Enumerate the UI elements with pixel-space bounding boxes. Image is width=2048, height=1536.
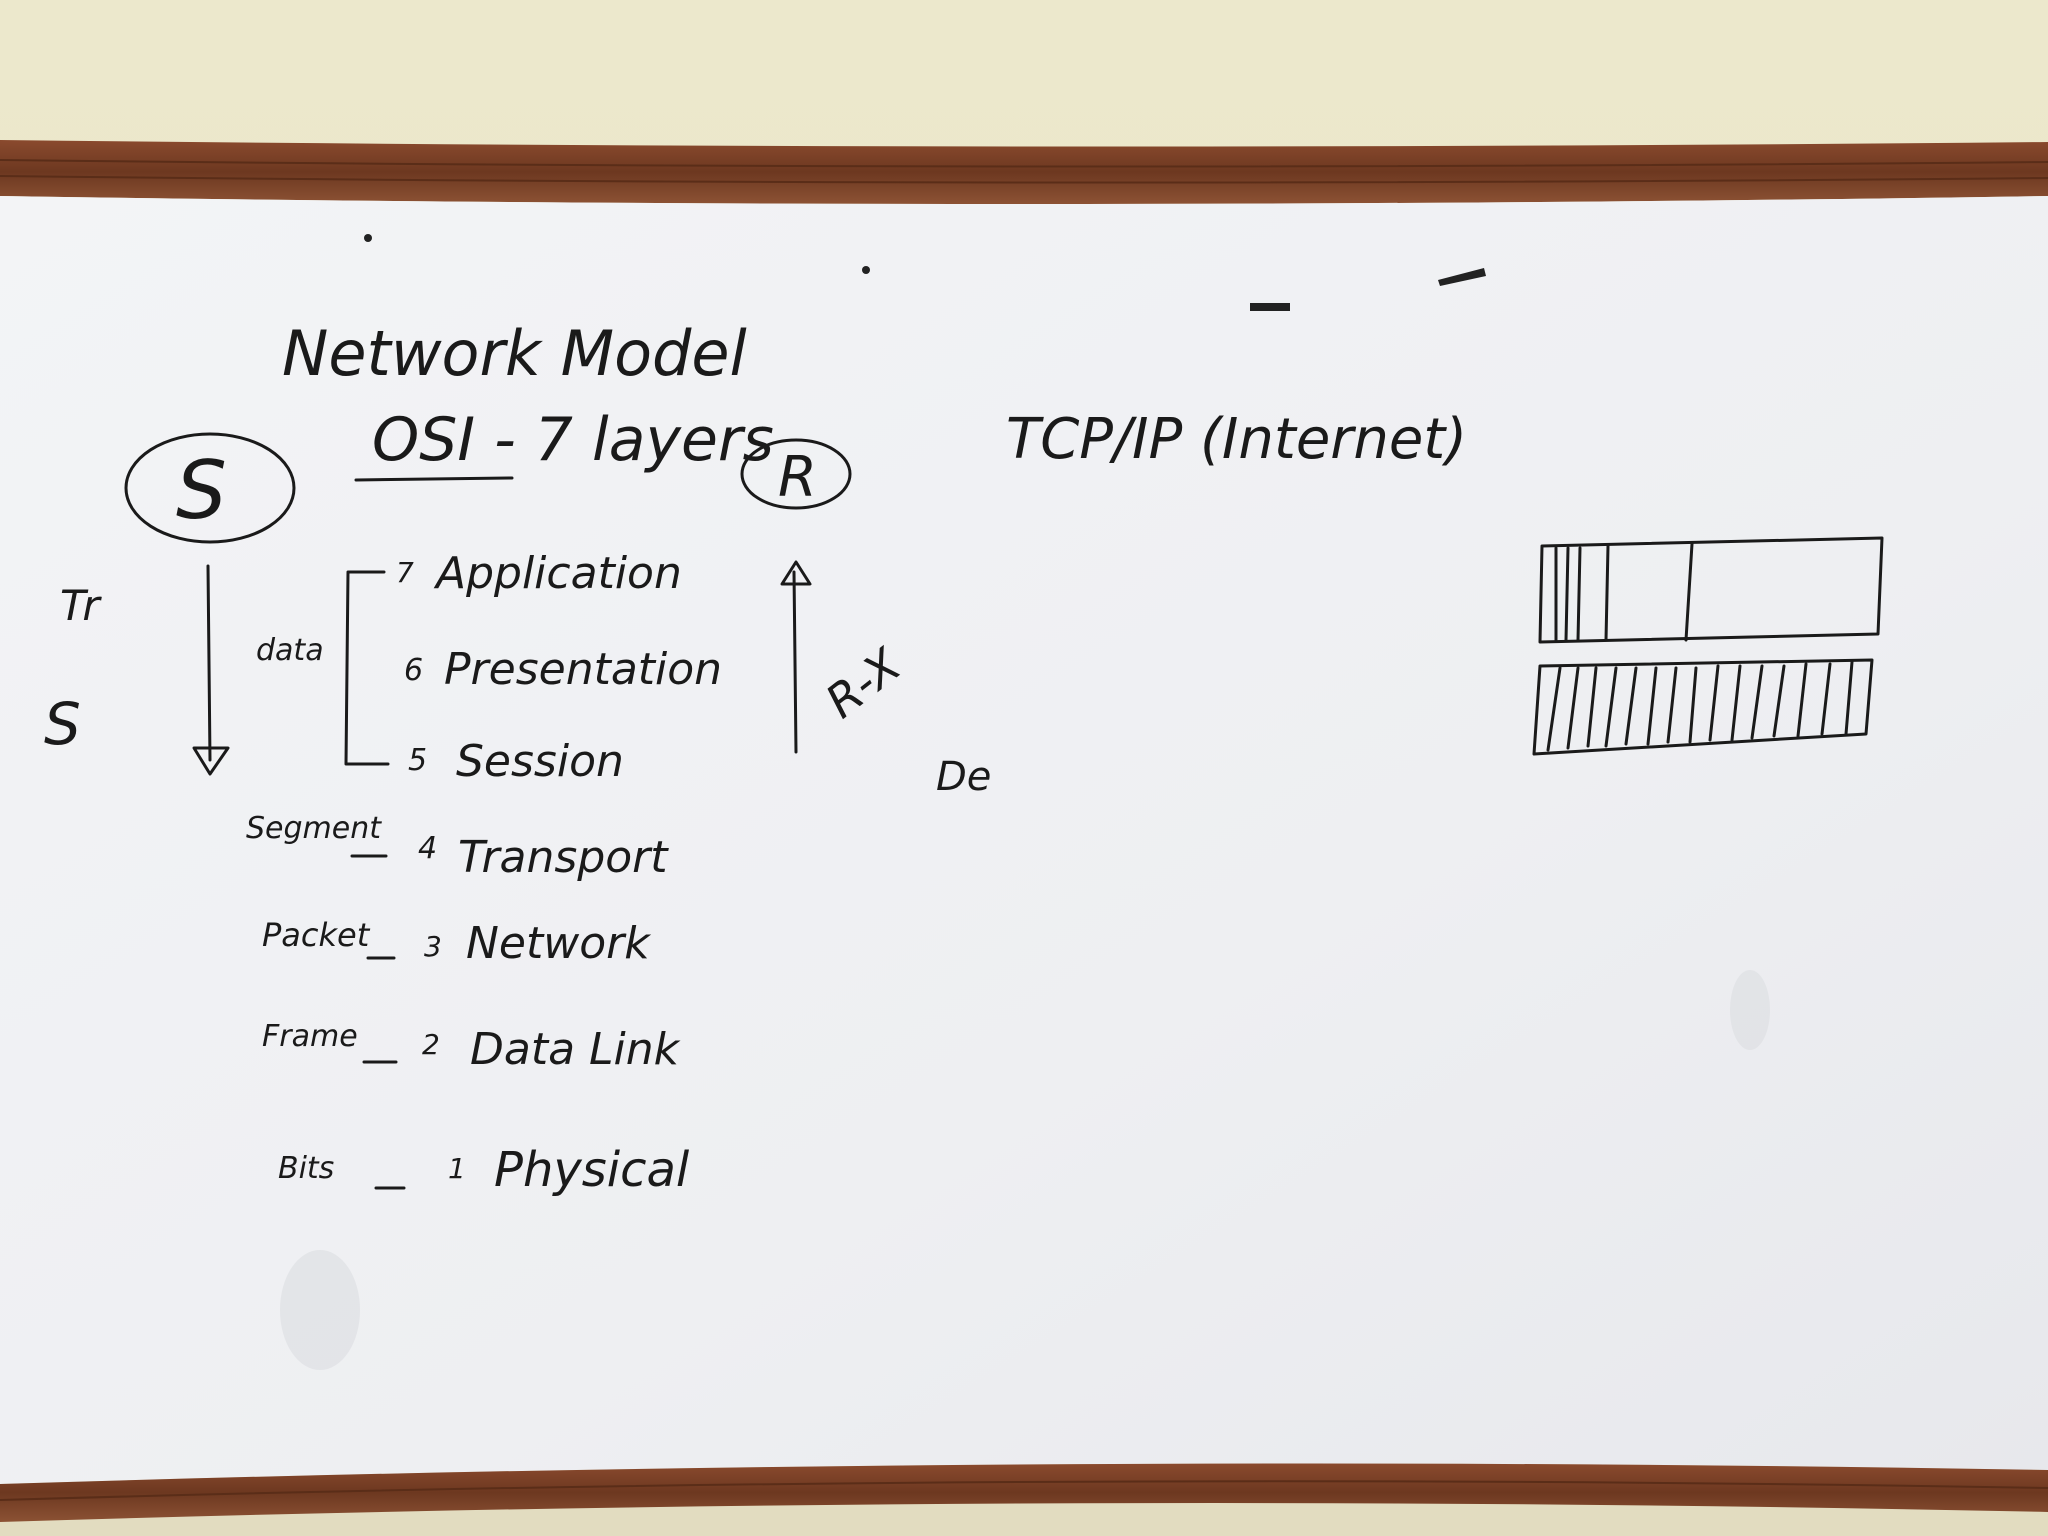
svg-text:Presentation: Presentation [444,644,722,695]
bottom-frame [0,1463,2048,1522]
osi-underline [354,476,514,482]
svg-text:Packet: Packet [262,916,371,954]
frame-sketch-bottom [1532,658,1874,756]
layer-row-2: Frame 2 Data Link [262,1019,681,1075]
svg-text:3: 3 [424,930,442,963]
svg-text:Session: Session [456,736,624,787]
svg-text:Application: Application [433,548,682,599]
osi-heading: OSI - 7 layers [372,405,774,475]
up-arrow [780,560,812,754]
frame-sketch-top [1538,536,1884,644]
receiver-node: R [740,438,852,510]
margin-mark-top: Tr [60,581,102,630]
layer-row-7: 7 Application [396,548,682,599]
board-surface [0,196,2048,1484]
svg-text:4: 4 [418,831,437,866]
down-arrow [192,564,230,776]
layer-row-5: 5 Session [408,736,624,787]
upper-layers-bracket [344,570,390,766]
svg-text:Physical: Physical [494,1142,690,1198]
svg-text:7: 7 [396,556,414,589]
svg-text:Frame: Frame [262,1019,358,1054]
layer-row-3: Packet 3 Network [262,916,651,969]
sender-node: S [124,432,296,544]
margin-mark-bottom: S [44,690,81,758]
svg-text:Bits: Bits [278,1151,334,1186]
svg-text:S: S [176,444,227,537]
svg-text:Segment: Segment [246,811,382,846]
svg-text:Network: Network [466,918,651,969]
svg-text:Data Link: Data Link [470,1024,681,1075]
bracket-label: data [256,633,324,668]
svg-text:Transport: Transport [458,832,669,883]
layer-row-6: 6 Presentation [404,644,722,695]
layer-row-4: Segment 4 Transport [246,811,669,883]
svg-text:6: 6 [404,653,423,688]
top-frame [0,140,2048,204]
svg-text:5: 5 [408,743,427,778]
tcpip-heading: TCP/IP (Internet) [1006,407,1467,472]
layer-list: 7 Application 6 Presentation 5 Session S… [246,548,722,1198]
receiver-note-de: De [936,754,991,800]
layer-row-1: Bits 1 Physical [278,1142,690,1198]
title-text: Network Model [282,317,747,390]
svg-text:2: 2 [422,1028,440,1061]
svg-text:1: 1 [448,1152,466,1185]
svg-text:R: R [778,445,817,510]
